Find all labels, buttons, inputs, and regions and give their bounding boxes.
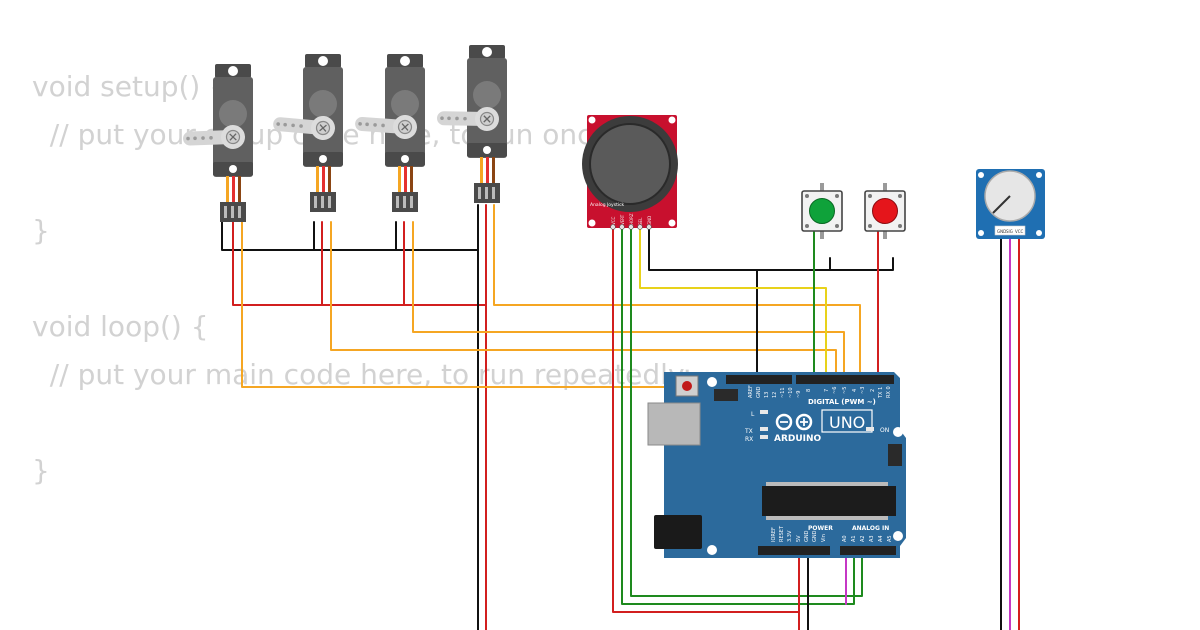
led-on-label: ON [880,427,889,434]
arduino-uno-board[interactable]: DIGITAL (PWM ~) AREF GND 13 12 ~11 ~10 ~… [647,372,906,558]
joystick-label: Analog Joystick [590,202,625,208]
wire-servo2-signal [330,221,837,379]
header-analog [840,546,896,555]
header-digital-low [796,375,894,384]
digital-pin-label: ~10 [788,387,794,398]
wire-servo-vcc-bus [232,221,487,306]
wire-joystick-horz [630,227,863,597]
analog-joystick[interactable]: Analog Joystick VCC VERT HORZ SEL GND [582,115,678,230]
digital-pin-label: RX 0 [886,386,892,398]
pot-pin-label: VCC [1015,229,1024,234]
wire-joystick-gnd [648,227,894,379]
header-digital-high [726,375,792,384]
led-rx [760,435,768,439]
digital-pin-label: ~5 [842,387,848,394]
digital-pin-label: ~11 [780,387,786,398]
joystick-pin-label: HORZ [629,213,634,225]
power-pin-label: GND [804,530,810,542]
analog-header-label: ANALOG IN [852,525,889,532]
digital-pin-label: 12 [772,392,778,398]
power-header-label: POWER [808,525,833,532]
joystick-pin-label: VCC [611,216,616,225]
power-jack [654,515,702,549]
pot-pin-label: GND [997,229,1006,234]
board-gnd-label: GND [756,386,762,398]
digital-header-label: DIGITAL (PWM ~) [808,398,876,406]
power-pin-label: 5V [796,535,802,542]
digital-pin-label: 8 [806,389,812,392]
joystick-pin-label: SEL [638,217,643,225]
wire-joystick-vert [621,227,855,605]
analog-pin-label: A4 [878,535,884,542]
led-l [760,410,768,414]
digital-pin-label: ~6 [832,387,838,394]
wire-servo-gnd-bus [221,221,479,251]
board-aref-label: AREF [748,385,754,398]
joystick-knob[interactable] [589,123,671,205]
model-frame [821,409,873,433]
pot-pin-label: SIG [1006,229,1013,234]
led-tx-label: TX [744,428,753,435]
analog-pin-label: A2 [860,535,866,542]
power-pin-label: Vin [821,534,827,542]
digital-pin-label: 13 [764,392,770,398]
joystick-pin-label: GND [647,216,652,225]
analog-pin-label: A1 [851,535,857,542]
pushbutton-red[interactable] [864,182,906,240]
analog-pin-label: A5 [887,535,893,542]
digital-pin-label: TX 1 [878,387,884,399]
wire-joystick-sel [639,227,827,379]
analog-pin-label: A3 [869,535,875,542]
potentiometer[interactable]: GND SIG VCC [976,169,1045,239]
led-rx-label: RX [745,436,753,443]
digital-pin-label: 4 [852,389,858,392]
brand-label: ARDUINO [774,434,822,444]
digital-pin-label: 2 [870,389,876,392]
wire-servo4-signal [493,204,861,379]
icsp-header [888,444,902,466]
button-cap-red[interactable] [872,198,898,224]
wire-servo3-signal [412,221,845,379]
power-pin-label: 3.3V [787,530,793,542]
led-l-label: L [751,411,755,418]
power-pin-label: RESET [779,525,785,542]
button-cap-green[interactable] [809,198,835,224]
led-tx [760,427,768,431]
digital-pin-label: ~9 [796,391,802,398]
power-pin-label: IOREF [771,527,777,542]
model-label: UNO [829,413,865,432]
header-power [758,546,830,555]
analog-pin-label: A0 [842,535,848,542]
pushbutton-green[interactable] [801,182,843,240]
power-pin-label: GND [812,530,818,542]
usb-connector [647,402,701,446]
arduino-logo-icon [775,413,813,431]
wires [221,204,1020,630]
digital-pin-label: ~3 [860,387,866,394]
atmega-chip [762,486,896,516]
joystick-pin-label: VERT [620,214,625,225]
led-on [866,427,874,431]
digital-pin-label: 7 [824,389,830,392]
